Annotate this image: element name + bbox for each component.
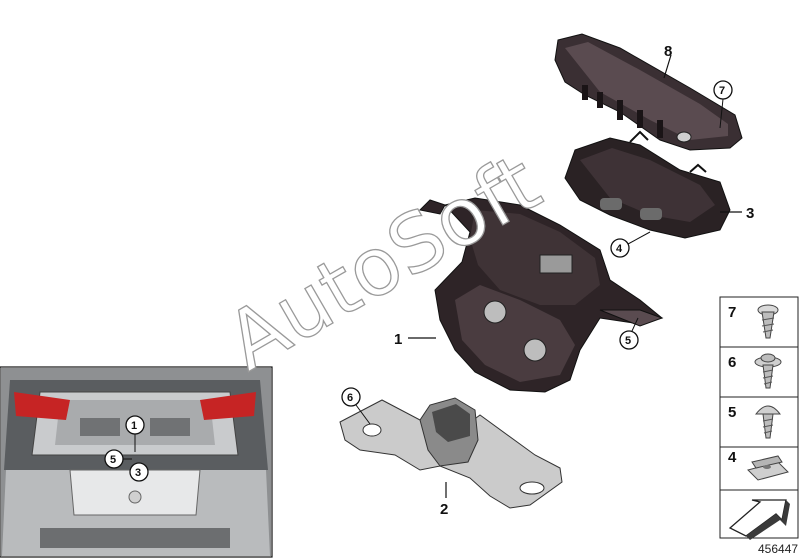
pan-head-screw-icon bbox=[754, 405, 782, 439]
callout-circled-7: 7 bbox=[719, 85, 725, 97]
callout-part-1: 1 bbox=[394, 331, 402, 348]
part-2-striker-bracket bbox=[339, 397, 563, 509]
diagram-id: 456447 bbox=[758, 542, 798, 556]
legend-number-4: 4 bbox=[728, 449, 737, 466]
callout-part-3: 3 bbox=[746, 205, 754, 222]
callout-part-8: 8 bbox=[664, 43, 672, 60]
inset-callout-3: 3 bbox=[135, 467, 141, 479]
legend-number-5: 5 bbox=[728, 404, 736, 421]
part-1-lock bbox=[418, 197, 664, 393]
flange-screw-icon bbox=[754, 353, 782, 389]
part-8-cover bbox=[554, 33, 743, 151]
callout-circled-5: 5 bbox=[625, 335, 631, 347]
inset-callout-5: 5 bbox=[110, 454, 116, 466]
inset-car-rear-view bbox=[0, 366, 273, 558]
inset-callout-1: 1 bbox=[131, 420, 137, 432]
left-tail-light bbox=[14, 392, 70, 420]
right-tail-light bbox=[200, 392, 256, 420]
legend-number-6: 6 bbox=[728, 354, 736, 371]
fastener-legend: 7 6 5 4 bbox=[719, 296, 799, 540]
callout-part-2: 2 bbox=[440, 501, 448, 518]
callout-circled-4: 4 bbox=[616, 243, 623, 255]
legend-number-7: 7 bbox=[728, 304, 736, 321]
torx-screw-icon bbox=[757, 304, 779, 339]
direction-arrow-icon bbox=[728, 499, 790, 540]
spring-nut-icon bbox=[747, 455, 789, 481]
callout-circled-6: 6 bbox=[347, 392, 353, 404]
part-3-housing bbox=[564, 130, 731, 239]
